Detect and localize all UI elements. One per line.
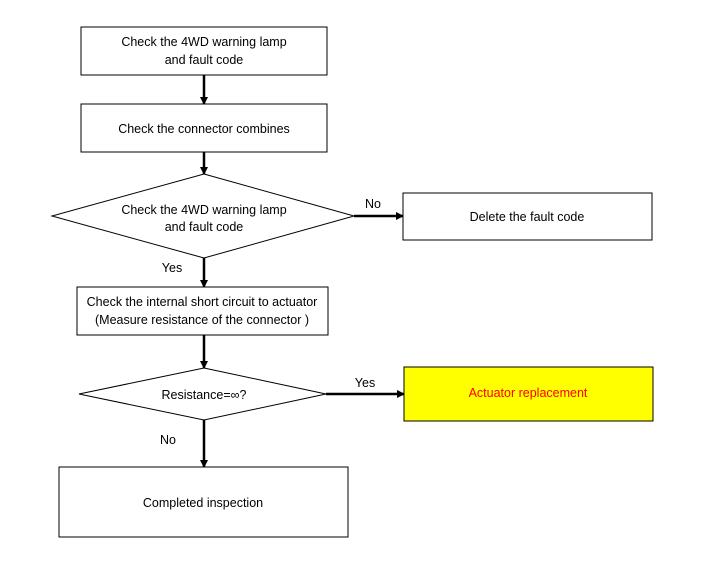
node-completed-inspection-text: Completed inspection: [143, 496, 263, 510]
node-actuator-replacement-text: Actuator replacement: [469, 386, 588, 400]
node-check-connector: Check the connector combines: [80, 103, 328, 153]
decision-resistance: Resistance=∞?: [78, 367, 327, 421]
node-completed-inspection: Completed inspection: [58, 466, 349, 538]
decision-warning-lamp-line2: and fault code: [165, 220, 244, 234]
node-check-warning-lamp-line1: Check the 4WD warning lamp: [121, 35, 286, 49]
node-actuator-replacement: Actuator replacement: [403, 366, 654, 422]
edge-label-lamp-yes: Yes: [162, 261, 182, 275]
node-check-warning-lamp: Check the 4WD warning lamp and fault cod…: [80, 26, 328, 76]
node-check-short-circuit: Check the internal short circuit to actu…: [76, 286, 329, 336]
edge-label-lamp-no: No: [365, 197, 381, 211]
edge-label-resistance-yes: Yes: [355, 376, 375, 390]
node-delete-fault-code-text: Delete the fault code: [470, 210, 585, 224]
node-check-short-circuit-line1: Check the internal short circuit to actu…: [87, 295, 318, 309]
decision-resistance-text: Resistance=∞?: [162, 388, 247, 402]
decision-warning-lamp: Check the 4WD warning lamp and fault cod…: [50, 173, 356, 259]
node-delete-fault-code: Delete the fault code: [402, 192, 653, 241]
edge-label-resistance-no: No: [160, 433, 176, 447]
decision-warning-lamp-line1: Check the 4WD warning lamp: [121, 203, 286, 217]
node-check-warning-lamp-line2: and fault code: [165, 53, 244, 67]
node-check-short-circuit-line2: (Measure resistance of the connector ): [95, 313, 309, 327]
node-check-connector-text: Check the connector combines: [118, 122, 290, 136]
